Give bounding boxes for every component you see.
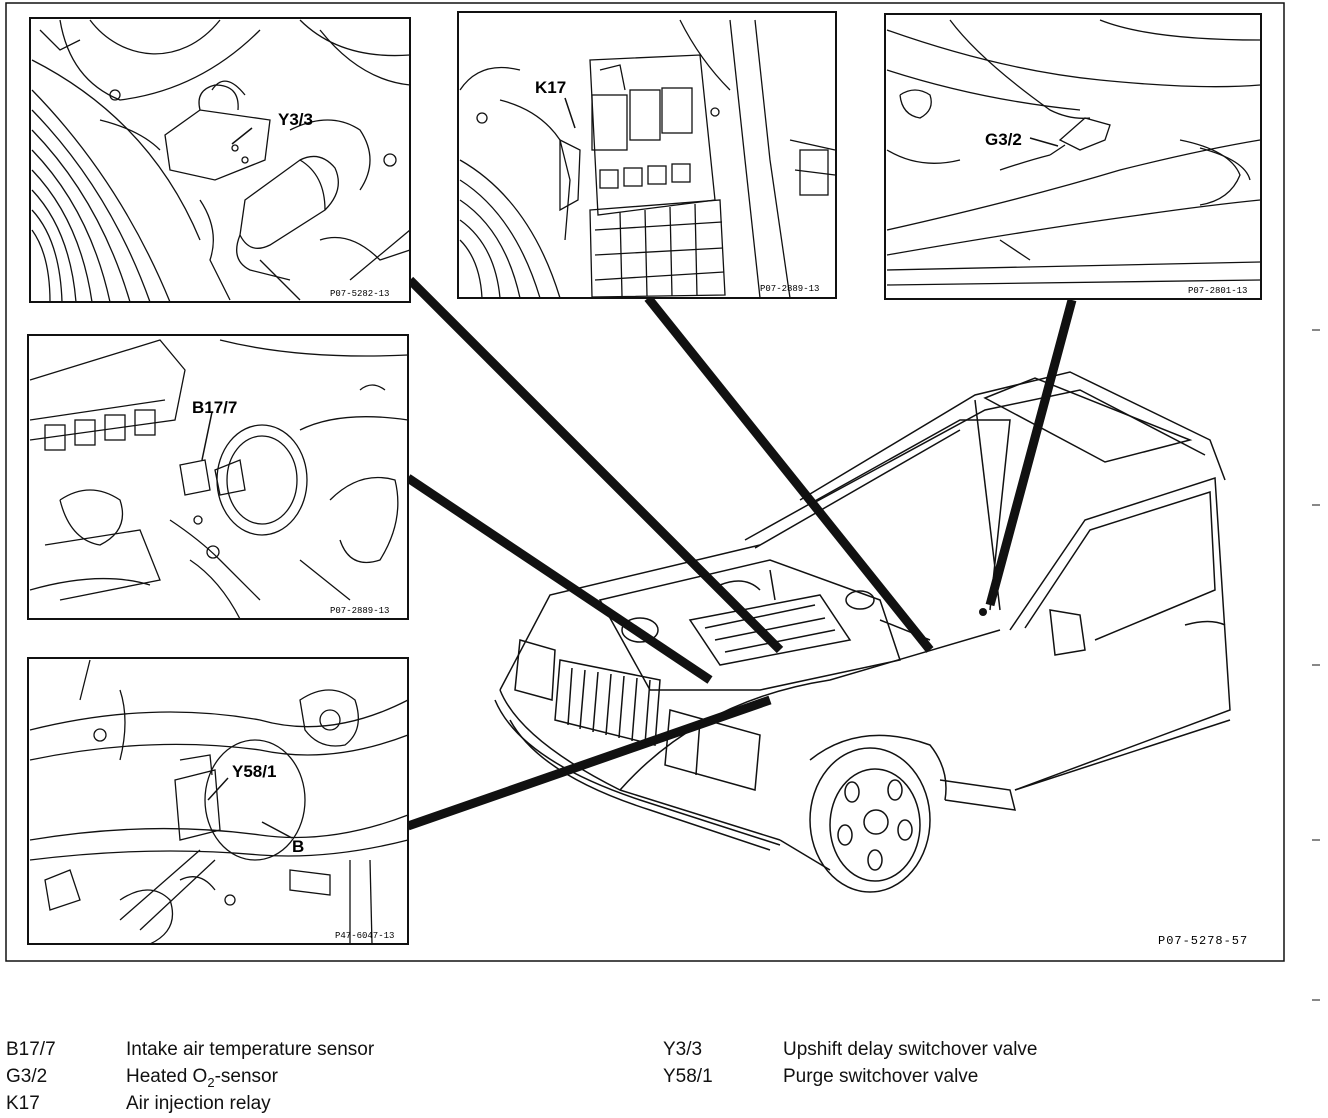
inset-g3-2-ref: P07-2801-13 xyxy=(1188,286,1247,296)
legend-row-k17: K17 Air injection relay xyxy=(6,1090,646,1117)
diagram-frame xyxy=(5,2,1285,962)
inset-y58-1: Y58/1 B P47-6047-13 xyxy=(27,657,409,945)
legend-right: Y3/3 Upshift delay switchover valve Y58/… xyxy=(663,1036,1303,1090)
inset-k17-callout: K17 xyxy=(535,78,566,97)
inset-y3-3: Y3/3 P07-5282-13 xyxy=(29,17,411,303)
legend-desc-subscript: 2 xyxy=(207,1074,215,1090)
legend-code: K17 xyxy=(6,1093,40,1114)
inset-y3-3-ref: P07-5282-13 xyxy=(330,289,389,299)
car-illustration xyxy=(494,371,1231,893)
legend-code: Y3/3 xyxy=(663,1039,703,1060)
legend-code: G3/2 xyxy=(6,1066,48,1087)
inset-y58-1-callout-b: B xyxy=(292,837,304,856)
inset-b17-7-callout: B17/7 xyxy=(192,398,237,417)
inset-b17-7: B17/7 P07-2889-13 xyxy=(27,334,409,620)
inset-g3-2: G3/2 P07-2801-13 xyxy=(884,13,1262,300)
legend-desc: Upshift delay switchover valve xyxy=(783,1039,1038,1060)
inset-k17: K17 P07-2889-13 xyxy=(457,11,837,299)
legend-desc-suffix: -sensor xyxy=(214,1066,278,1087)
legend-desc: Heated O2-sensor xyxy=(126,1063,278,1096)
legend-row-g3-2: G3/2 Heated O2-sensor xyxy=(6,1063,646,1090)
leader-lines xyxy=(405,276,1077,831)
inset-g3-2-callout: G3/2 xyxy=(985,130,1022,149)
legend-row-y3-3: Y3/3 Upshift delay switchover valve xyxy=(663,1036,1303,1063)
legend-row-y58-1: Y58/1 Purge switchover valve xyxy=(663,1063,1303,1090)
inset-y58-1-callout: Y58/1 xyxy=(232,762,276,781)
inset-y58-1-ref: P47-6047-13 xyxy=(335,931,394,941)
main-figure-ref: P07-5278-57 xyxy=(1158,934,1248,948)
legend-code: B17/7 xyxy=(6,1039,56,1060)
inset-b17-7-ref: P07-2889-13 xyxy=(330,606,389,616)
legend-code: Y58/1 xyxy=(663,1066,713,1087)
legend-row-b17-7: B17/7 Intake air temperature sensor xyxy=(6,1036,646,1063)
legend-desc: Intake air temperature sensor xyxy=(126,1039,375,1060)
inset-y3-3-callout: Y3/3 xyxy=(278,110,313,129)
legend-desc-text: Heated O xyxy=(126,1066,208,1087)
inset-k17-ref: P07-2889-13 xyxy=(760,284,819,294)
legend-desc: Purge switchover valve xyxy=(783,1066,979,1087)
legend-left: B17/7 Intake air temperature sensor G3/2… xyxy=(6,1036,646,1117)
legend-desc: Air injection relay xyxy=(126,1093,271,1114)
